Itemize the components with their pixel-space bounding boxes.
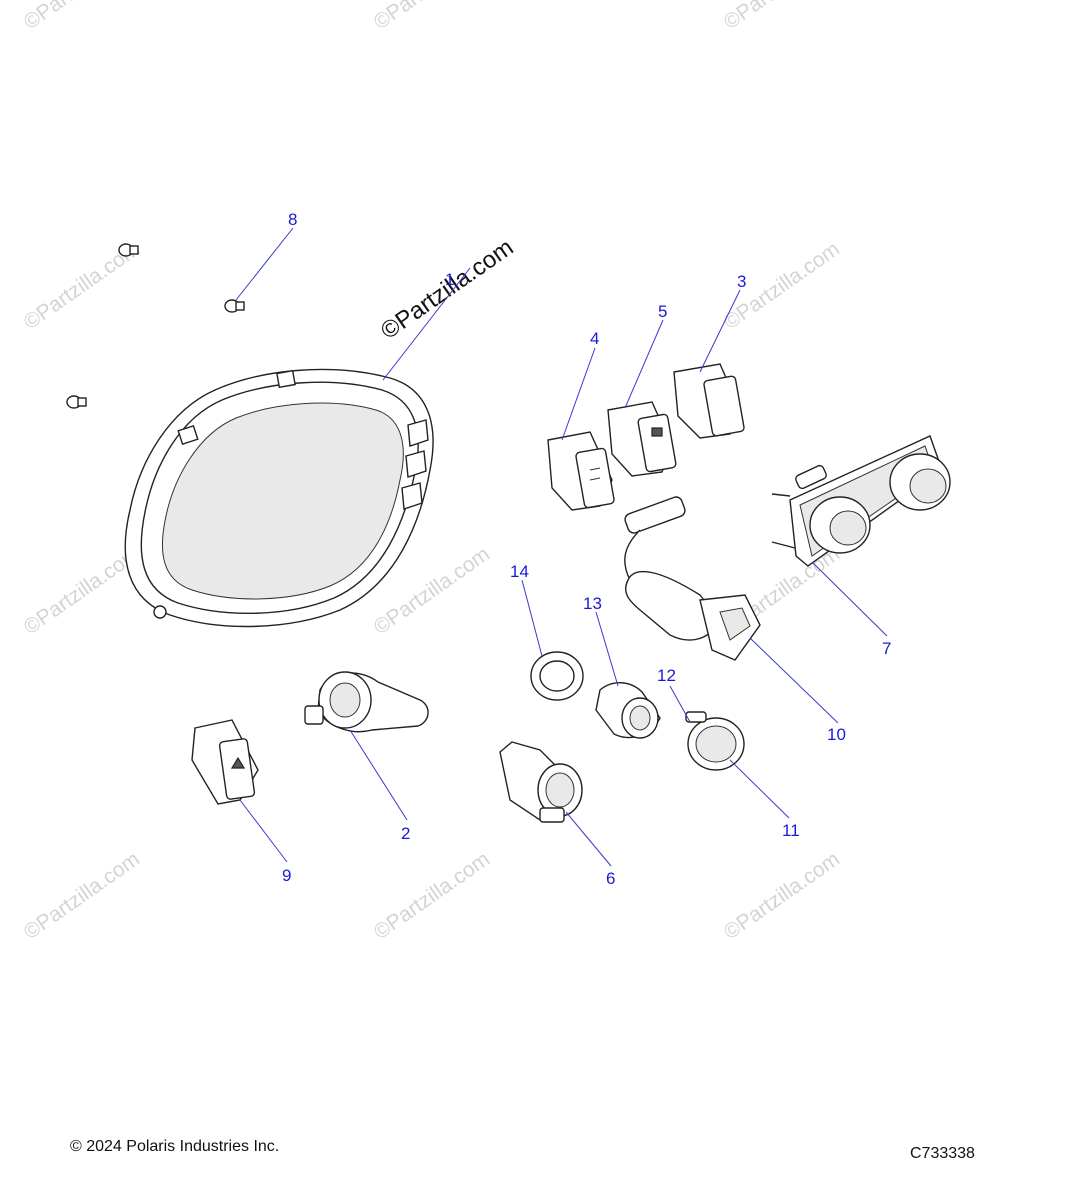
callout-14: 14 (510, 562, 529, 581)
part-2-ignition-switch (304, 671, 429, 733)
part-4-rocker-switch (547, 431, 615, 511)
watermark: ©Partzilla.com (370, 0, 494, 34)
callout-2: 2 (401, 824, 410, 843)
part-10-usb-port (624, 496, 761, 661)
watermark: ©Partzilla.com (20, 847, 144, 944)
callout-6: 6 (606, 869, 615, 888)
watermark: ©Partzilla.com (720, 847, 844, 944)
diagram-id: C733338 (910, 1145, 975, 1162)
callout-5: 5 (658, 302, 667, 321)
watermark: ©Partzilla.com (370, 847, 494, 944)
callout-8: 8 (288, 210, 297, 229)
callout-9: 9 (282, 866, 291, 885)
part-11-cap (685, 711, 745, 771)
watermark: ©Partzilla.com (720, 0, 844, 34)
callout-3: 3 (737, 272, 746, 291)
part-14-nut (530, 651, 584, 701)
callout-7: 7 (882, 639, 891, 658)
copyright-text: © 2024 Polaris Industries Inc. (70, 1138, 280, 1155)
part-3-rocker-switch (673, 363, 745, 439)
part-8-screws (66, 243, 245, 409)
part-6-outlet (499, 741, 583, 823)
part-5-rocker-switch (607, 401, 677, 477)
callout-13: 13 (583, 594, 602, 613)
callout-10: 10 (827, 725, 846, 744)
part-1-instrument-cluster (124, 368, 434, 628)
part-13-socket (595, 682, 661, 739)
leader-lines (235, 227, 888, 867)
watermark: ©Partzilla.com (20, 0, 144, 34)
callouts: 8 1 2 3 4 5 6 7 9 10 11 12 13 14 (282, 210, 891, 888)
watermark-main: ©Partzilla.com (376, 234, 519, 345)
part-7-knob-panel (771, 435, 951, 567)
callout-1: 1 (445, 270, 454, 289)
callout-11: 11 (782, 821, 800, 840)
callout-12: 12 (657, 666, 676, 685)
callout-4: 4 (590, 329, 599, 348)
part-9-rocker-switch (191, 719, 259, 805)
